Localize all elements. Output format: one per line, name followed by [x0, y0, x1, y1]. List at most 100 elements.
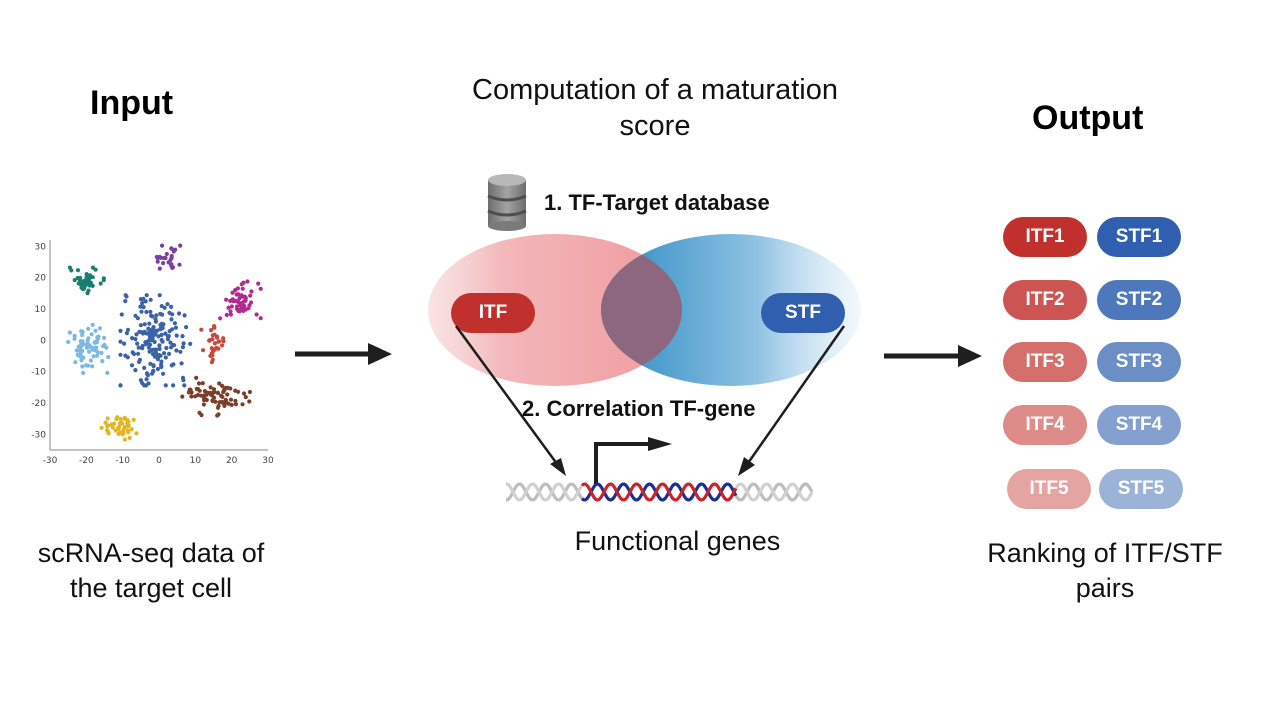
- cell-point-blue: [140, 301, 145, 306]
- cell-point-blue: [139, 330, 144, 335]
- cell-point-blue: [169, 317, 174, 322]
- plot-axes: [49, 240, 268, 451]
- cell-point-blue: [133, 337, 138, 342]
- cell-point-blue: [119, 312, 124, 317]
- cell-point-blue: [151, 369, 156, 374]
- cell-point-purple: [177, 262, 182, 267]
- cell-point-blue: [130, 350, 135, 355]
- cell-point-yellow: [105, 428, 110, 433]
- x-tick-label: 30: [262, 456, 273, 466]
- cell-point-light-blue: [81, 355, 86, 360]
- stf-rank-4-pill: STF4: [1097, 405, 1181, 445]
- cell-point-blue: [162, 351, 167, 356]
- cell-point-red: [221, 336, 226, 341]
- cell-point-blue: [180, 375, 186, 380]
- cell-point-blue: [136, 351, 141, 356]
- cell-point-teal: [93, 267, 98, 272]
- cell-point-blue: [172, 321, 177, 326]
- cell-point-yellow: [103, 420, 108, 425]
- cell-point-brown: [220, 383, 225, 388]
- cell-point-magenta: [240, 286, 245, 291]
- y-tick-label: 10: [35, 305, 47, 315]
- x-tick-label: -20: [79, 456, 94, 466]
- cell-point-blue: [144, 293, 149, 298]
- cell-point-blue: [165, 302, 170, 307]
- x-tick-label: 0: [156, 456, 162, 466]
- cell-point-blue: [143, 383, 149, 388]
- cell-point-blue: [156, 334, 161, 339]
- cell-point-blue: [125, 355, 130, 360]
- cell-point-blue: [123, 299, 128, 304]
- cell-point-yellow: [119, 430, 124, 435]
- cell-point-blue: [155, 366, 160, 372]
- cell-point-yellow: [131, 417, 136, 422]
- cell-point-blue: [144, 342, 149, 347]
- dna-gray-strand-left-b: [506, 482, 584, 502]
- cell-point-blue: [184, 325, 189, 330]
- cell-point-red: [209, 360, 214, 365]
- cell-point-blue: [122, 341, 127, 346]
- input-caption-line2: the target cell: [69, 573, 233, 603]
- cell-point-light-blue: [104, 345, 109, 350]
- cell-point-blue: [182, 313, 187, 318]
- itf-pill: ITF: [451, 293, 535, 333]
- cell-point-teal: [87, 283, 92, 288]
- cell-point-magenta: [249, 289, 254, 294]
- cell-point-yellow: [116, 425, 121, 430]
- y-tick-label: 20: [35, 274, 47, 284]
- cell-point-teal: [83, 278, 88, 283]
- cell-point-blue: [162, 305, 167, 310]
- itf-stf-venn-diagram: [428, 234, 861, 386]
- x-tick-label: 10: [190, 456, 202, 466]
- cell-point-brown: [241, 391, 247, 396]
- cell-point-magenta: [237, 309, 242, 314]
- cell-point-blue: [179, 361, 184, 366]
- cell-point-magenta: [258, 316, 263, 321]
- cell-point-light-blue: [74, 348, 79, 353]
- cell-point-blue: [125, 327, 131, 332]
- cell-point-purple: [170, 265, 176, 270]
- cell-point-light-blue: [106, 354, 111, 360]
- promoter-arrowhead: [648, 437, 672, 451]
- cell-point-blue: [138, 323, 143, 328]
- cell-point-purple: [166, 260, 171, 265]
- cell-point-blue: [166, 351, 172, 356]
- cell-point-blue: [123, 293, 128, 298]
- cell-point-light-blue: [80, 364, 85, 369]
- cell-point-blue: [118, 383, 123, 388]
- cell-point-light-blue: [99, 350, 104, 356]
- cell-point-blue: [140, 343, 145, 349]
- cell-point-blue: [134, 332, 139, 337]
- cell-point-blue: [148, 297, 153, 302]
- cell-point-blue: [181, 341, 186, 346]
- cell-point-brown: [215, 390, 221, 396]
- cell-point-yellow: [119, 421, 125, 426]
- cell-point-light-blue: [84, 345, 89, 350]
- cell-point-light-blue: [88, 358, 93, 363]
- cell-point-teal: [98, 281, 103, 286]
- cell-point-brown: [240, 402, 245, 407]
- cell-point-magenta: [237, 296, 242, 301]
- cell-point-red: [199, 327, 204, 332]
- cell-point-purple: [161, 261, 166, 266]
- stf-rank-5-pill: STF5: [1099, 469, 1183, 509]
- center-title-line1: Computation of a maturation: [472, 74, 838, 106]
- cell-point-red: [208, 337, 213, 342]
- cell-point-yellow: [106, 423, 111, 428]
- cell-point-brown: [180, 394, 185, 399]
- cell-point-blue: [153, 317, 158, 322]
- cell-point-blue: [135, 316, 140, 321]
- cell-point-magenta: [247, 303, 252, 308]
- cell-point-magenta: [224, 297, 229, 302]
- cell-point-brown: [221, 400, 226, 405]
- cell-point-magenta: [228, 309, 233, 314]
- cell-point-light-blue: [76, 344, 81, 349]
- cell-point-light-blue: [95, 350, 100, 355]
- cell-point-light-blue: [81, 342, 86, 347]
- cell-point-brown: [194, 375, 199, 380]
- cell-point-blue: [143, 299, 148, 304]
- cell-point-red: [216, 339, 221, 344]
- cell-point-blue: [160, 339, 165, 344]
- cell-point-brown: [247, 399, 252, 404]
- cell-point-light-blue: [91, 346, 96, 351]
